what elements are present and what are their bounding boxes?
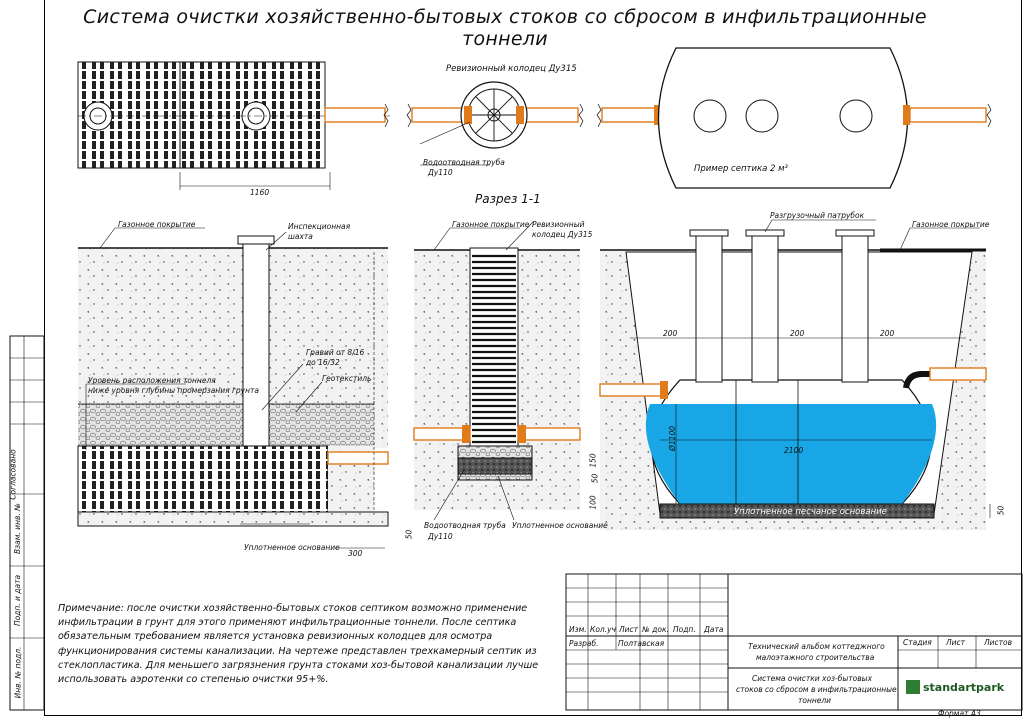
dim-200-c: 200 <box>880 329 895 338</box>
gravel-label-1: Гравий от 8/16 <box>306 348 365 357</box>
tb-podp: Подп. <box>673 625 696 634</box>
well-label-2: колодец Ду315 <box>532 230 593 239</box>
compact-base-label-2: Уплотненное основание <box>512 521 608 530</box>
dim-300: 300 <box>348 549 363 558</box>
tb-sheet-2: стоков со сбросом в инфильтрационные <box>736 685 897 694</box>
tb-listov: Листов <box>984 638 1013 647</box>
logo: standartpark <box>906 680 1004 694</box>
section-title: Разрез 1-1 <box>475 192 541 206</box>
tunnel-section <box>77 445 329 513</box>
geotextile-label: Геотекстиль <box>322 374 372 383</box>
drawing-title: Система очистки хозяйственно-бытовых сто… <box>83 6 927 50</box>
stamp-agreed: Согласовано <box>8 449 18 500</box>
dim-2100: 2100 <box>784 446 804 455</box>
tb-kol: Кол.уч <box>590 625 616 634</box>
tb-author: Полтавская <box>618 639 665 648</box>
septic-pipe-out <box>929 367 987 381</box>
dim-50-b: 50 <box>590 473 600 484</box>
septic-plan <box>657 47 909 189</box>
logo-mark-icon <box>906 680 920 694</box>
plan-pipe-3 <box>601 107 657 123</box>
riser-1 <box>695 233 723 383</box>
plan-pipe-label-2: Ду110 <box>428 168 453 177</box>
section-septic <box>599 229 991 530</box>
lawn-label-1: Газонное покрытие <box>118 220 196 229</box>
inspection-shaft <box>242 239 270 447</box>
tb-stadia: Стадия <box>903 638 932 647</box>
title-block <box>565 573 1023 711</box>
relief-pipe-label: Разгрузочный патрубок <box>770 211 865 220</box>
side-stamp <box>9 335 45 711</box>
septic-plan-label: Пример септика 2 м³ <box>694 164 788 174</box>
logo-text: standartpark <box>923 680 1005 694</box>
section-pipe-3 <box>517 427 581 441</box>
septic-pipe-in <box>599 383 665 397</box>
dim-200-a: 200 <box>663 329 678 338</box>
dim-1100: Ø1100 <box>668 426 677 451</box>
gravel-layer <box>78 404 374 446</box>
riser-2 <box>751 233 779 383</box>
plan-pipe-label-1: Водоотводная труба <box>423 158 505 167</box>
stamp-replace-inv: Взам. инв. № <box>12 503 22 554</box>
tb-ndok: № док. <box>642 625 669 634</box>
dim-200-b: 200 <box>790 329 805 338</box>
sand-base <box>659 503 935 519</box>
tb-format: Формат А3 <box>938 709 981 718</box>
dim-50-a: 50 <box>404 529 414 540</box>
tb-album-1: Технический альбом коттеджного <box>748 642 885 651</box>
tb-razrab: Разраб. <box>569 639 599 648</box>
tb-list-h: Лист <box>619 625 639 634</box>
septic-water <box>645 404 937 504</box>
sand-base-label: Уплотненное песчаное основание <box>734 507 887 517</box>
plan-pipe-4 <box>909 107 987 123</box>
dim-50-c: 50 <box>996 505 1006 516</box>
section-tunnel <box>77 235 389 527</box>
section-well <box>413 247 581 510</box>
riser-3 <box>841 233 869 383</box>
gravel-label-2: до 16/32 <box>306 358 340 367</box>
drain-label-2: Ду110 <box>428 532 453 541</box>
tb-list: Лист <box>946 638 966 647</box>
stamp-inv-orig: Инв. № подл. <box>13 646 23 699</box>
dim-150: 150 <box>588 453 598 468</box>
insp-shaft-label-2: шахта <box>288 232 313 241</box>
plan-pipe-1 <box>324 107 386 123</box>
well-label-1: Ревизионный <box>532 220 585 229</box>
tb-izm: Изм. <box>569 625 587 634</box>
dim-100: 100 <box>588 495 598 510</box>
dim-1160: 1160 <box>250 188 270 197</box>
section-pipe-2 <box>413 427 471 441</box>
tb-data: Дата <box>704 625 724 634</box>
stamp-sign-date: Подп. и дата <box>13 574 23 627</box>
tb-album-2: малоэтажного строительства <box>756 653 875 662</box>
compacted-base-1 <box>77 511 389 527</box>
plan-view <box>77 47 992 190</box>
well-plan-label: Ревизионный колодец Ду315 <box>446 64 577 74</box>
lawn-label-2: Газонное покрытие <box>452 220 530 229</box>
tb-sheet-3: тоннели <box>798 696 832 705</box>
lawn-label-3: Газонное покрытие <box>912 220 990 229</box>
section-pipe-1 <box>327 451 389 465</box>
note-text: Примечание: после очистки хозяйственно-б… <box>58 603 539 686</box>
tunnel-level-label-2: ниже уровня глубины промерзания грунта <box>88 386 259 395</box>
compact-base-label-1: Уплотненное основание <box>244 543 340 552</box>
tb-sheet-1: Система очистки хоз-бытовых <box>752 674 873 683</box>
tunnel-level-label-1: Уровень расположения тоннеля <box>88 376 216 385</box>
insp-shaft-label-1: Инспекционная <box>288 222 351 231</box>
drain-label-1: Водоотводная труба <box>424 521 506 530</box>
